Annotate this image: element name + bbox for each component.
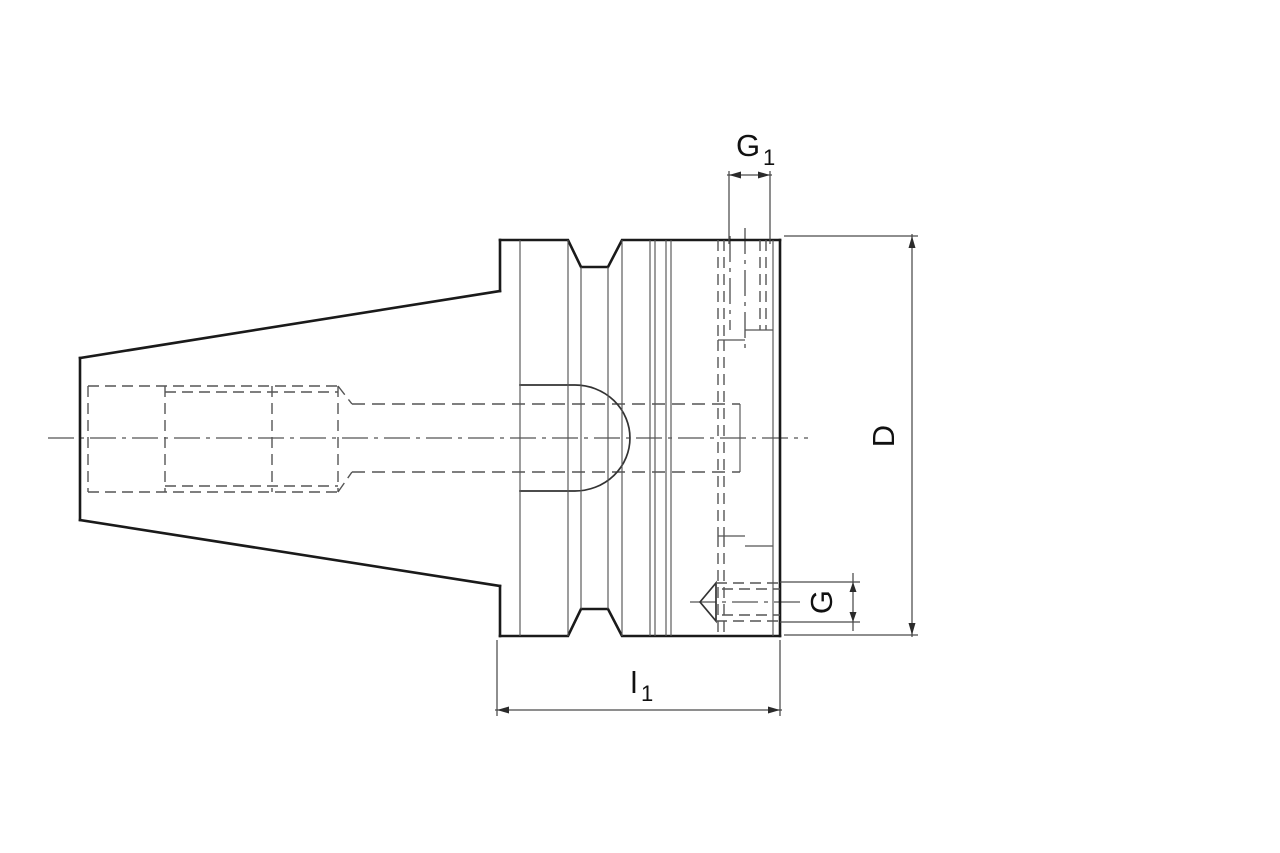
tapped-hole-group — [698, 580, 780, 624]
taper-shank-outline — [78, 238, 502, 638]
dimension-G: G — [780, 573, 860, 631]
body-top-profile — [498, 238, 782, 269]
dim-G1-arrow-right — [758, 171, 770, 179]
dimension-l1: l 1 — [495, 640, 782, 716]
bore-chamfer-bottom — [337, 471, 353, 493]
dimension-G1: G 1 — [727, 128, 775, 244]
bore-chamfer-top — [337, 385, 353, 405]
drill-point-cone — [698, 580, 717, 624]
dim-l1-subscript: 1 — [641, 681, 653, 706]
retention-knob-profile — [519, 384, 631, 492]
dim-D-label: D — [866, 425, 901, 447]
center-lines-group — [48, 228, 808, 603]
dim-D-arrow-top — [908, 236, 916, 248]
dim-D-arrow-bottom — [908, 623, 916, 635]
internal-bore-hidden-lines — [87, 385, 741, 493]
dim-G-arrow-top — [849, 582, 857, 592]
body-bottom-profile — [498, 607, 782, 638]
dim-G1-arrow-left — [729, 171, 741, 179]
dim-l1-arrow-left — [497, 706, 509, 714]
taper-lower-flank — [78, 518, 502, 588]
flange-body-outline — [498, 238, 782, 638]
dim-G-arrow-bottom — [849, 612, 857, 622]
dim-G1-subscript: 1 — [763, 145, 775, 170]
dim-l1-arrow-right — [768, 706, 780, 714]
dim-l1-label: l — [631, 665, 638, 700]
drive-keyway-hidden-lines — [717, 240, 773, 636]
taper-upper-flank — [78, 289, 502, 360]
dim-G1-label: G — [736, 128, 760, 163]
dimension-D: D — [784, 234, 918, 637]
body-internal-thin-lines — [519, 240, 774, 636]
dim-G-label: G — [804, 590, 839, 614]
